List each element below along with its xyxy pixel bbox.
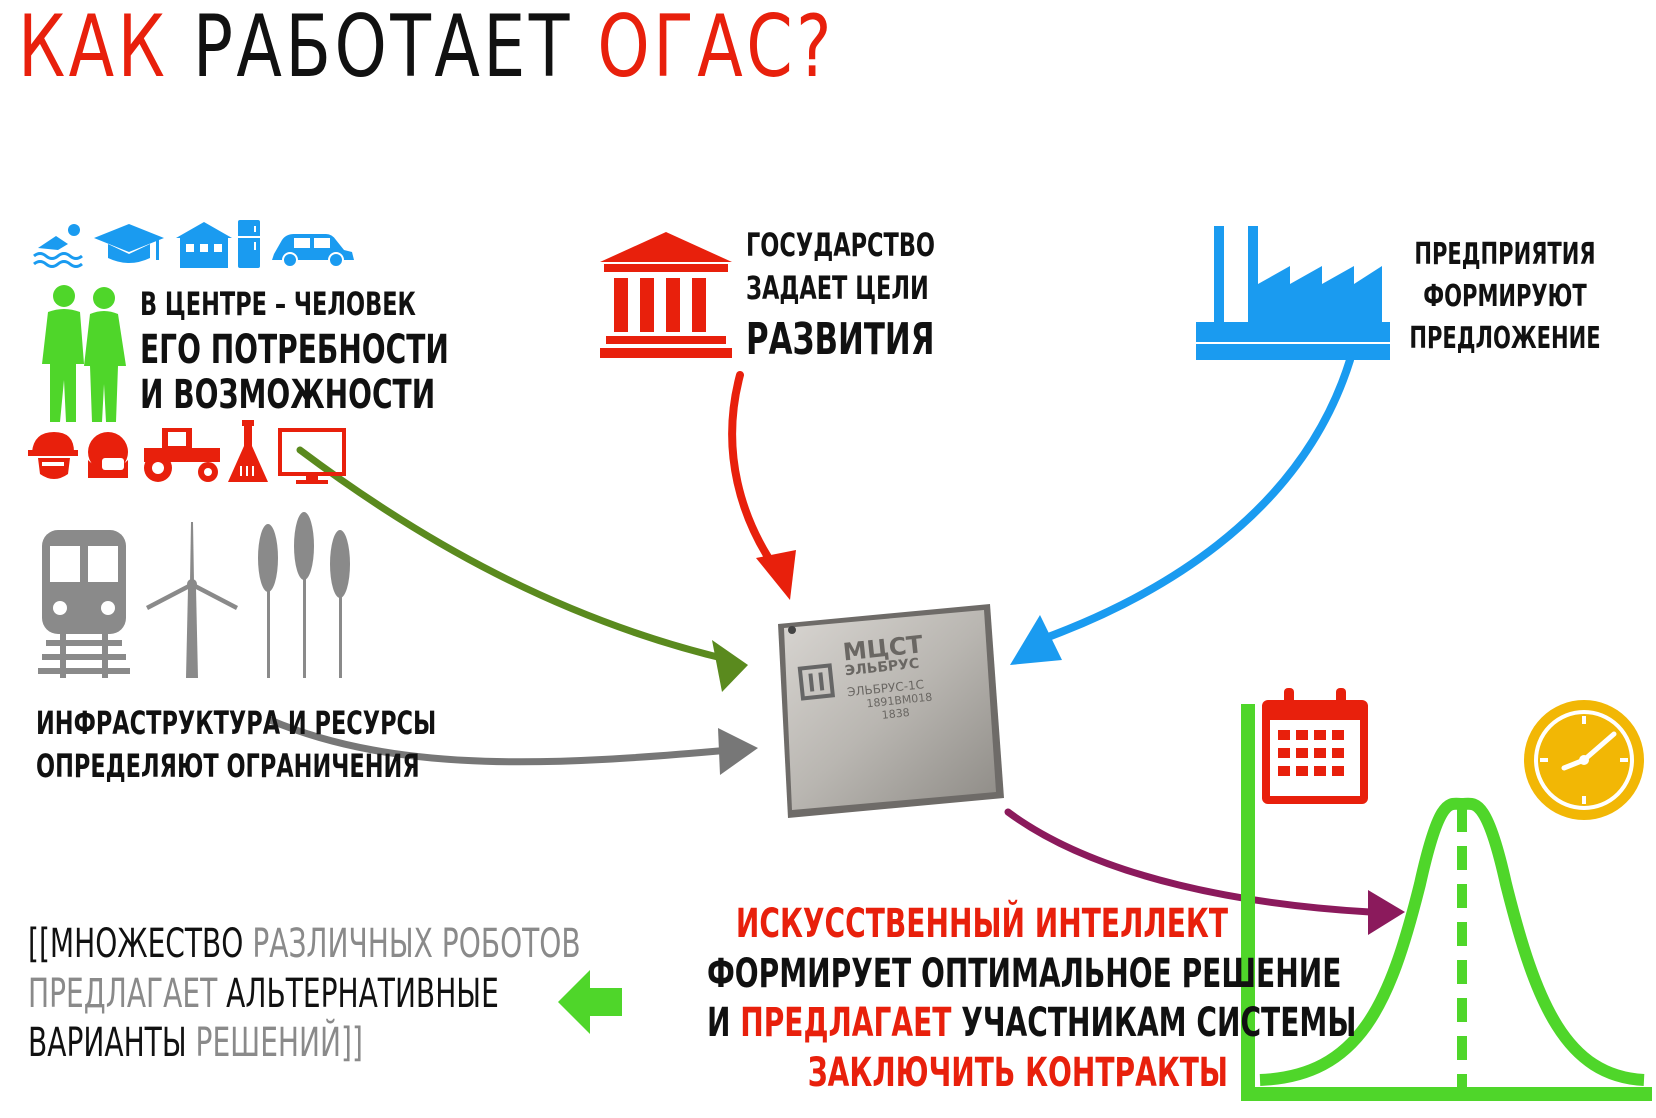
- ai-label: ИСКУССТВЕННЫЙ ИНТЕЛЛЕКТ ФОРМИРУЕТ ОПТИМА…: [706, 900, 1356, 1098]
- wind-turbine-icon: [146, 522, 238, 678]
- car-icon: [272, 234, 354, 268]
- medic-mask-icon: [88, 432, 128, 478]
- calendar-icon: [1262, 688, 1368, 804]
- ai-line-2: ФОРМИРУЕТ ОПТИМАЛЬНОЕ РЕШЕНИЕ: [706, 950, 1342, 997]
- train-icon: [38, 530, 130, 678]
- tractor-icon: [144, 428, 220, 482]
- title-word-2: РАБОТАЕТ: [192, 0, 573, 97]
- government-building-icon: [600, 232, 732, 358]
- state-line-2: ЗАДАЕТ ЦЕЛИ: [746, 269, 929, 308]
- monitor-icon: [278, 428, 346, 484]
- arrowhead-grey: [718, 728, 758, 775]
- state-line-3: РАЗВИТИЯ: [746, 314, 935, 365]
- infrastructure-line-2: ОПРЕДЕЛЯЮТ ОГРАНИЧЕНИЯ: [36, 747, 420, 786]
- robots-line-2-a: ПРЕДЛАГАЕТ: [28, 970, 218, 1017]
- human-line-2: ЕГО ПОТРЕБНОСТИ: [140, 327, 449, 373]
- robots-line-3-b: РЕШЕНИЙ]]: [195, 1020, 363, 1067]
- human-needs: ЕГО ПОТРЕБНОСТИ И ВОЗМОЖНОСТИ: [140, 328, 449, 418]
- flask-icon: [228, 420, 268, 482]
- arrowhead-green: [712, 640, 748, 692]
- people-icon: [42, 285, 126, 422]
- robots-line-2: ПРЕДЛАГАЕТ АЛЬТЕРНАТИВНЫЕ: [28, 970, 581, 1020]
- robots-line-1-b: РАЗЛИЧНЫХ РОБОТОВ: [252, 921, 581, 967]
- title-word-1: КАК: [18, 0, 169, 97]
- swimmer-icon: [33, 224, 83, 268]
- state-label: ГОСУДАРСТВО ЗАДАЕТ ЦЕЛИ: [746, 224, 935, 310]
- enterprise-line-1: ПРЕДПРИЯТИЯ: [1414, 237, 1596, 272]
- house-icon: [176, 222, 232, 268]
- arrow-left-icon: [558, 970, 622, 1034]
- robots-line-1: [[МНОЖЕСТВО РАЗЛИЧНЫХ РОБОТОВ: [28, 920, 581, 970]
- wheat-icon: [258, 512, 350, 678]
- arrowhead-purple: [1368, 890, 1405, 935]
- robots-line-3-a: ВАРИАНТЫ: [28, 1020, 187, 1067]
- arrow-purple: [1004, 808, 1374, 916]
- arrowhead-red: [756, 550, 796, 600]
- infrastructure-line-1: ИНФРАСТРУКТУРА И РЕСУРСЫ: [36, 704, 437, 742]
- robots-line-3: ВАРИАНТЫ РЕШЕНИЙ]]: [28, 1019, 581, 1069]
- graduation-cap-icon: [94, 224, 164, 263]
- arrow-green: [296, 446, 734, 664]
- human-label: В ЦЕНТРЕ – ЧЕЛОВЕК: [140, 285, 416, 324]
- ai-line-3-participants: УЧАСТНИКАМ СИСТЕМЫ: [961, 1000, 1357, 1047]
- helmet-worker-icon: [28, 432, 78, 479]
- ai-line-4: ЗАКЛЮЧИТЬ КОНТРАКТЫ: [807, 1049, 1228, 1096]
- clock-icon: [1524, 700, 1644, 820]
- enterprise-line-2: ФОРМИРУЮТ: [1423, 279, 1587, 314]
- arrow-grey: [266, 716, 734, 766]
- enterprise-line-3: ПРЕДЛОЖЕНИЕ: [1409, 321, 1601, 356]
- title-word-3: ОГАС?: [597, 0, 835, 97]
- arrow-red: [728, 371, 784, 579]
- robots-label: [[МНОЖЕСТВО РАЗЛИЧНЫХ РОБОТОВ ПРЕДЛАГАЕТ…: [28, 920, 581, 1069]
- state-line-1: ГОСУДАРСТВО: [746, 226, 936, 264]
- ai-line-3: И ПРЕДЛАГАЕТ УЧАСТНИКАМ СИСТЕМЫ: [706, 999, 1356, 1049]
- enterprise-label: ПРЕДПРИЯТИЯ ФОРМИРУЮТ ПРЕДЛОЖЕНИЕ: [1408, 234, 1603, 360]
- robots-line-2-b: АЛЬТЕРНАТИВНЫЕ: [226, 970, 499, 1017]
- infrastructure-label: ИНФРАСТРУКТУРА И РЕСУРСЫ ОПРЕДЕЛЯЮТ ОГРА…: [36, 702, 436, 788]
- factory-icon: [1196, 226, 1390, 360]
- arrow-blue: [1036, 356, 1354, 644]
- ai-line-3-offers: ПРЕДЛАГАЕТ: [740, 1000, 952, 1047]
- human-line-3: И ВОЗМОЖНОСТИ: [140, 371, 436, 418]
- processor-chip-icon: [778, 604, 1004, 818]
- ai-line-3-and: И: [706, 1000, 731, 1047]
- human-line-1: В ЦЕНТРЕ – ЧЕЛОВЕК: [140, 285, 416, 323]
- bell-curve-icon: [1241, 704, 1652, 1101]
- ai-line-1: ИСКУССТВЕННЫЙ ИНТЕЛЛЕКТ: [735, 901, 1228, 947]
- page-title: КАК РАБОТАЕТ ОГАС?: [18, 4, 835, 90]
- fridge-icon: [238, 220, 260, 268]
- chip-brand: МЦСТ ЭЛЬБРУС ЭЛЬБРУС-1С 1891ВМ018 1838: [842, 630, 934, 726]
- arrowhead-blue: [1010, 615, 1062, 665]
- robots-line-1-a: [[МНОЖЕСТВО: [28, 921, 244, 967]
- state-goal: РАЗВИТИЯ: [746, 314, 935, 366]
